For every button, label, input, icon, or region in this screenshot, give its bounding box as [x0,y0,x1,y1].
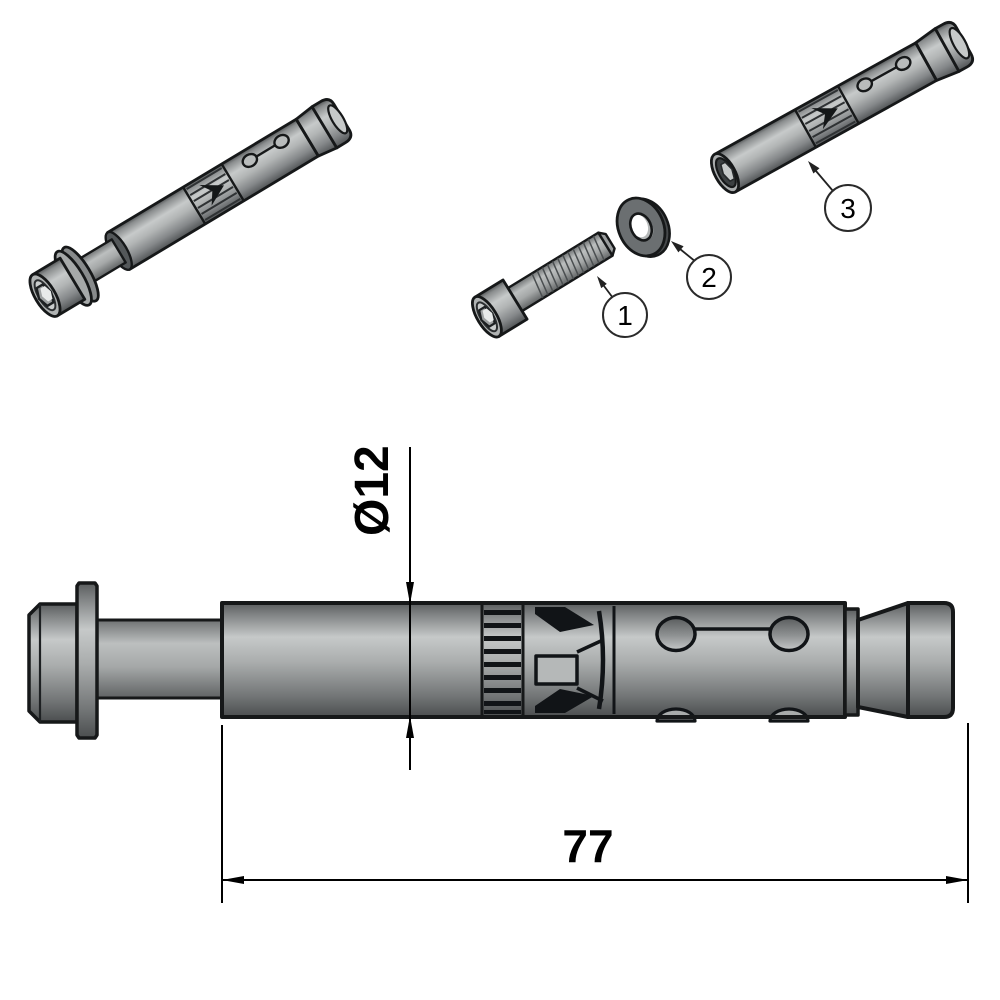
callout-1-arrow-icon [597,276,607,289]
exploded-sleeve [709,21,975,194]
length-arrow-left-icon [222,876,244,884]
side-end-cap [906,601,955,719]
bolt-tip-chamfer [597,231,616,257]
length-dimension-text: 77 [562,820,613,872]
exploded-washer [615,196,671,258]
assembled-anchor [28,98,353,318]
side-bolt-shaft [95,618,224,700]
side-slot-holes [224,615,843,723]
callout-3-leader [815,170,834,192]
hex-socket-icon [35,283,55,308]
length-arrow-right-icon [946,876,968,884]
callout-1: 1 [597,276,648,338]
sleeve-slot-holes [856,55,912,93]
callout-2-leader [679,248,697,263]
side-flange-washer [75,581,99,740]
callout-3-number: 3 [840,193,856,224]
callout-2-arrow-icon [671,241,684,253]
assembled-view [28,98,353,318]
washer-hole-light [629,214,649,238]
exploded-view: 1 2 3 [471,21,975,339]
sleeve-cap [914,21,975,82]
diameter-dimension: Ø12 [346,445,414,770]
diameter-dimension-text: Ø12 [346,445,399,536]
side-sleeve-body [220,601,847,719]
exploded-bolt [471,231,616,339]
hex-socket-icon [478,305,496,328]
assembled-slot-holes [241,133,290,169]
bolt-threads [531,235,605,299]
assembled-cap [294,98,353,158]
callout-1-balloon [602,292,648,338]
assembled-collet-band [182,163,245,225]
side-view: Ø12 77 [27,445,969,903]
callout-3: 3 [808,161,872,232]
callout-2-number: 2 [701,262,717,293]
diameter-arrow-top-icon [406,582,414,604]
callout-2: 2 [671,241,732,300]
diameter-arrow-bottom-icon [406,716,414,738]
sleeve-hex-bore-icon [720,161,736,182]
callout-2-balloon [686,254,732,300]
side-expansion-cone [856,601,910,719]
sleeve-collet-band [793,85,860,148]
side-bolt-head [27,602,79,724]
washer-hole-outline [628,212,654,242]
length-dimension: 77 [221,723,969,903]
callout-3-balloon [824,184,872,232]
side-expansion-collet [534,606,616,714]
side-knurled-ring [480,603,525,717]
callout-1-number: 1 [617,300,633,331]
callout-3-arrow-icon [808,161,820,174]
